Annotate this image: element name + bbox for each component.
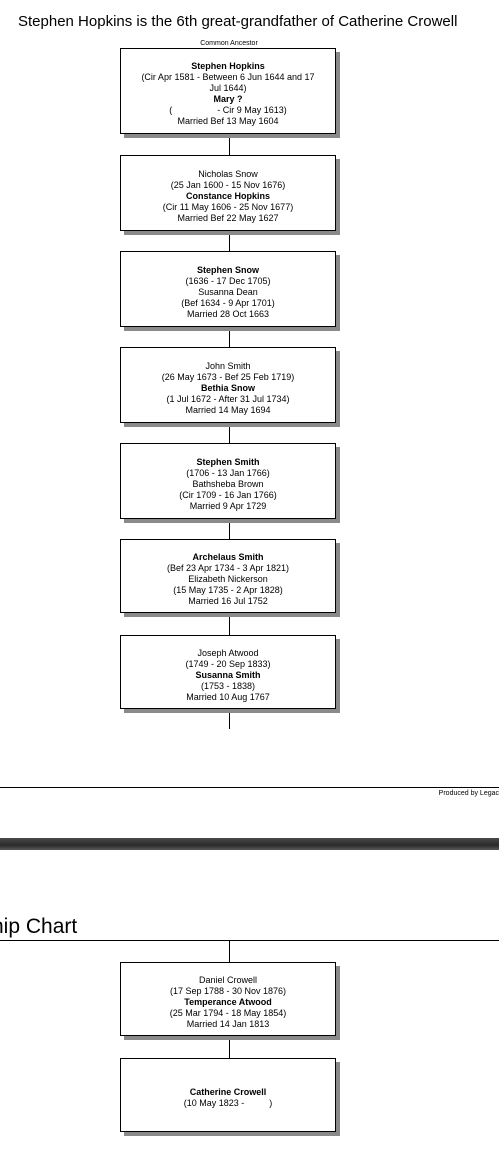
- person-box: Catherine Crowell(10 May 1823 - ): [120, 1058, 336, 1132]
- person-name: Catherine Crowell: [189, 1087, 267, 1097]
- person-name: Bethia Snow: [200, 383, 255, 393]
- person-detail: (Cir Apr 1581 - Between 6 Jun 1644 and 1…: [141, 72, 315, 82]
- person-detail: Bathsheba Brown: [192, 479, 264, 489]
- person-detail: (1706 - 13 Jan 1766): [186, 468, 270, 478]
- connector-line: [229, 134, 230, 155]
- person-detail: (25 Jan 1600 - 15 Nov 1676): [170, 180, 286, 190]
- person-detail: ( - Cir 9 May 1613): [169, 105, 287, 115]
- person-detail: Married 14 Jan 1813: [186, 1019, 270, 1029]
- produced-by-footer: Produced by Legac: [438, 790, 499, 797]
- person-name: Stephen Snow: [196, 265, 259, 275]
- person-name: Archelaus Smith: [192, 552, 264, 562]
- person-detail: (1749 - 20 Sep 1833): [185, 659, 271, 669]
- person-detail: (17 Sep 1788 - 30 Nov 1876): [169, 986, 287, 996]
- person-box: Stephen Smith(1706 - 13 Jan 1766)Bathshe…: [120, 443, 336, 519]
- page-title: Stephen Hopkins is the 6th great-grandfa…: [18, 13, 458, 30]
- person-box: John Smith(26 May 1673 - Bef 25 Feb 1719…: [120, 347, 336, 423]
- connector-line: [229, 519, 230, 539]
- connector-line: [229, 613, 230, 635]
- person-detail: (Cir 11 May 1606 - 25 Nov 1677): [162, 202, 294, 212]
- person-detail: (Bef 1634 - 9 Apr 1701): [181, 298, 275, 308]
- person-detail: (1636 - 17 Dec 1705): [185, 276, 271, 286]
- connector-line: [229, 1036, 230, 1058]
- person-detail: (15 May 1735 - 2 Apr 1828): [173, 585, 283, 595]
- person-detail: Married 9 Apr 1729: [189, 501, 267, 511]
- person-detail: (1753 - 1838): [200, 681, 256, 691]
- person-box: Nicholas Snow(25 Jan 1600 - 15 Nov 1676)…: [120, 155, 336, 231]
- person-detail: Jul 1644): [209, 83, 247, 93]
- person-detail: Nicholas Snow: [198, 169, 258, 179]
- person-detail: Married Bef 13 May 1604: [177, 116, 279, 126]
- person-box: Archelaus Smith(Bef 23 Apr 1734 - 3 Apr …: [120, 539, 336, 613]
- person-detail: Married Bef 22 May 1627: [177, 213, 279, 223]
- person-name: Constance Hopkins: [185, 191, 270, 201]
- person-detail: Susanna Dean: [198, 287, 258, 297]
- person-detail: Married 16 Jul 1752: [188, 596, 268, 606]
- person-box: Daniel Crowell(17 Sep 1788 - 30 Nov 1876…: [120, 962, 336, 1036]
- chart-heading: hip Chart: [0, 915, 78, 938]
- person-name: Mary ?: [213, 94, 243, 104]
- heading-underline: [0, 940, 499, 941]
- person-detail: (Bef 23 Apr 1734 - 3 Apr 1821): [166, 563, 290, 573]
- person-box: Stephen Snow(1636 - 17 Dec 1705)Susanna …: [120, 251, 336, 327]
- person-detail: (Cir 1709 - 16 Jan 1766): [179, 490, 277, 500]
- page-break-bar: [0, 838, 499, 850]
- page-divider: [0, 787, 499, 788]
- person-name: Temperance Atwood: [184, 997, 272, 1007]
- connector-line: [229, 709, 230, 729]
- connector-line: [229, 231, 230, 251]
- person-name: Susanna Smith: [195, 670, 261, 680]
- connector-line: [229, 423, 230, 443]
- person-detail: John Smith: [205, 361, 251, 371]
- person-detail: (26 May 1673 - Bef 25 Feb 1719): [161, 372, 295, 382]
- connector-line: [229, 940, 230, 962]
- person-detail: (10 May 1823 - ): [183, 1098, 273, 1108]
- person-detail: Married 10 Aug 1767: [186, 692, 270, 702]
- connector-line: [229, 327, 230, 347]
- person-name: Stephen Hopkins: [191, 61, 265, 71]
- person-detail: Married 28 Oct 1663: [186, 309, 270, 319]
- person-detail: Elizabeth Nickerson: [188, 574, 268, 584]
- person-detail: Joseph Atwood: [197, 648, 259, 658]
- person-detail: (25 Mar 1794 - 18 May 1854): [169, 1008, 287, 1018]
- person-box: Joseph Atwood(1749 - 20 Sep 1833)Susanna…: [120, 635, 336, 709]
- person-box: Stephen Hopkins(Cir Apr 1581 - Between 6…: [120, 48, 336, 134]
- common-ancestor-label: Common Ancestor: [200, 40, 258, 47]
- person-detail: Daniel Crowell: [198, 975, 258, 985]
- person-detail: (1 Jul 1672 - After 31 Jul 1734): [166, 394, 290, 404]
- person-detail: Married 14 May 1694: [185, 405, 271, 415]
- person-name: Stephen Smith: [196, 457, 260, 467]
